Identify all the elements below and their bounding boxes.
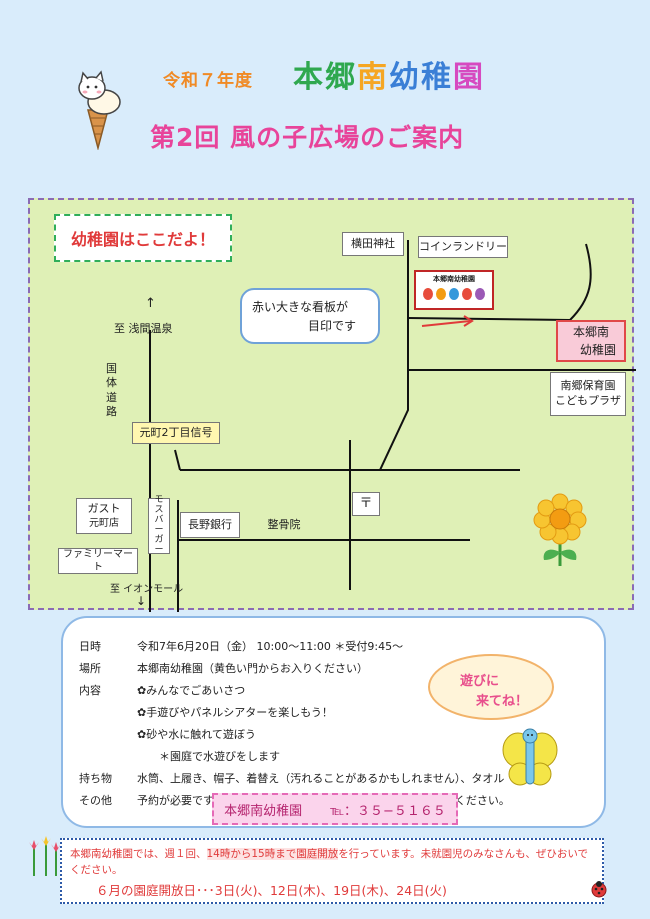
info-content-1: ✿みんなでごあいさつ xyxy=(137,684,246,697)
notice-highlight: 14時から15時まで園庭開放 xyxy=(206,848,339,860)
mos-burger-char: ス xyxy=(154,505,164,516)
map-label-nursery: 南郷保育園こどもプラザ xyxy=(550,372,626,416)
map-label-bank: 長野銀行 xyxy=(180,512,240,538)
contact-box: 本郷南幼稚園 ℡：３５−５１６５ xyxy=(212,793,458,825)
info-content-3: ✿砂や水に触れて遊ぼう xyxy=(137,728,256,741)
map-label-to-onsen: 至 浅間温泉 xyxy=(114,322,173,335)
red-signboard: 本郷南幼稚園 xyxy=(414,270,494,310)
school-name-char: 本 xyxy=(293,60,325,95)
contact-phone[interactable]: ℡：３５−５１６５ xyxy=(330,803,446,819)
mos-burger-char: ー xyxy=(154,544,164,555)
national-road-char: 路 xyxy=(106,404,117,418)
fiscal-year-label: 令和７年度 xyxy=(163,71,253,91)
contact-name: 本郷南幼稚園 xyxy=(224,803,303,819)
mos-burger-char: ー xyxy=(154,525,164,535)
map-label-seikotsu: 整骨院 xyxy=(267,517,301,531)
map-label-shrine: 横田神社 xyxy=(342,232,404,256)
mos-burger-char: モ xyxy=(154,495,164,506)
notice-text-line2: ください。 xyxy=(70,864,123,877)
national-road-char: 体 xyxy=(106,376,117,390)
come-play-cloud: 遊びに 来てね！ xyxy=(428,654,554,720)
info-content-2: ✿手遊びやパネルシアターを楽しもう！ xyxy=(137,706,333,719)
flower-icon xyxy=(530,490,590,570)
map-label-national-road: 国体道路 xyxy=(106,362,120,419)
info-place: 本郷南幼稚園（黄色い門からお入りください） xyxy=(137,662,368,675)
info-key-place: 場所 xyxy=(79,662,101,675)
map-label-familymart: ファミリーマート xyxy=(58,548,138,574)
map-target-kindergarten: 本郷南 幼稚園 xyxy=(556,320,626,362)
nursery-line-1: 南郷保育園 xyxy=(560,379,616,393)
event-info-panel: 日時令和7年6月20日（金） 10:00～11:00 ＊受付9:45～ 場所本郷… xyxy=(61,616,606,828)
school-name-char: 稚 xyxy=(421,60,453,95)
road-vertical-center xyxy=(379,240,409,471)
school-name-char: 南 xyxy=(357,60,389,95)
map-label-to-aeon: 至 イオンモール xyxy=(110,584,184,595)
callout-line-1: 赤い大きな看板が xyxy=(252,300,349,314)
butterfly-icon xyxy=(500,724,560,794)
info-date: 令和7年6月20日（金） 10:00～11:00 ＊受付9:45～ xyxy=(137,640,404,653)
map-roads xyxy=(149,240,636,612)
map-label-gusto: ガスト元町店 xyxy=(76,498,132,534)
tulips-icon xyxy=(24,828,64,878)
event-title: 第2回 風の子広場のご案内 xyxy=(150,123,465,152)
road-curve-right xyxy=(407,243,592,322)
signboard-callout: 赤い大きな看板が 目印です xyxy=(240,288,380,344)
garden-open-notice: 本郷南幼稚園では、週１回、14時から15時まで園庭開放を行っています。未就園児の… xyxy=(60,838,604,904)
access-map: 幼稚園はここだよ！ 横田神社 コインランドリー 本郷南幼稚園 赤い大きな看板が … xyxy=(28,198,636,612)
mos-burger-char: バ xyxy=(154,515,164,526)
national-road-char: 国 xyxy=(106,362,117,375)
kindergarten-here-label: 幼稚園はここだよ！ xyxy=(54,214,232,262)
arrow-down-icon: ↓ xyxy=(136,594,147,608)
mos-burger-char: ガ xyxy=(154,534,164,545)
gusto-line-2: 元町店 xyxy=(89,517,119,529)
signboard-text: 本郷南幼稚園 xyxy=(433,275,475,283)
info-bring: 水筒、上履き、帽子、着替え（汚れることがあるかもしれません）、タオル xyxy=(137,772,505,785)
ladybug-icon xyxy=(590,880,608,898)
school-name-char: 園 xyxy=(453,60,485,95)
info-key-content: 内容 xyxy=(79,684,101,697)
map-label-mos-burger: モスバーガー xyxy=(148,495,170,555)
map-label-signal: 元町2丁目信号 xyxy=(132,422,220,444)
notice-text-b: を行っています。未就園児のみなさんも、ぜひおいで xyxy=(338,848,589,860)
school-name-char: 幼 xyxy=(389,60,421,95)
arrow-up-icon: ↑ xyxy=(145,296,156,311)
info-key-bring: 持ち物 xyxy=(79,772,112,785)
target-line-1: 本郷南 xyxy=(572,325,609,339)
national-road-char: 道 xyxy=(106,390,117,404)
cat-icecream-icon xyxy=(70,70,130,151)
open-days: ６月の園庭開放日･･･3日(火)、12日(木)、19日(木)、24日(火) xyxy=(96,882,447,898)
nursery-line-2: こどもプラザ xyxy=(555,394,621,407)
school-name-title: 本郷南幼稚園 xyxy=(293,52,485,96)
cloud-line-1: 遊びに xyxy=(460,674,500,689)
target-line-2: 幼稚園 xyxy=(579,343,616,357)
callout-line-2: 目印です xyxy=(308,319,357,334)
cloud-line-2: 来てね！ xyxy=(476,694,529,709)
gusto-line-1: ガスト xyxy=(87,501,121,515)
info-key-other: その他 xyxy=(79,794,112,807)
post-office-icon: 〒 xyxy=(352,492,380,516)
info-key-date: 日時 xyxy=(79,640,101,653)
direction-arrow xyxy=(421,320,471,327)
info-content-4: ＊園庭で水遊びをします xyxy=(159,750,280,763)
school-name-char: 郷 xyxy=(325,60,357,95)
map-label-laundry: コインランドリー xyxy=(418,236,508,258)
notice-text-a: 本郷南幼稚園では、週１回、 xyxy=(70,848,207,860)
